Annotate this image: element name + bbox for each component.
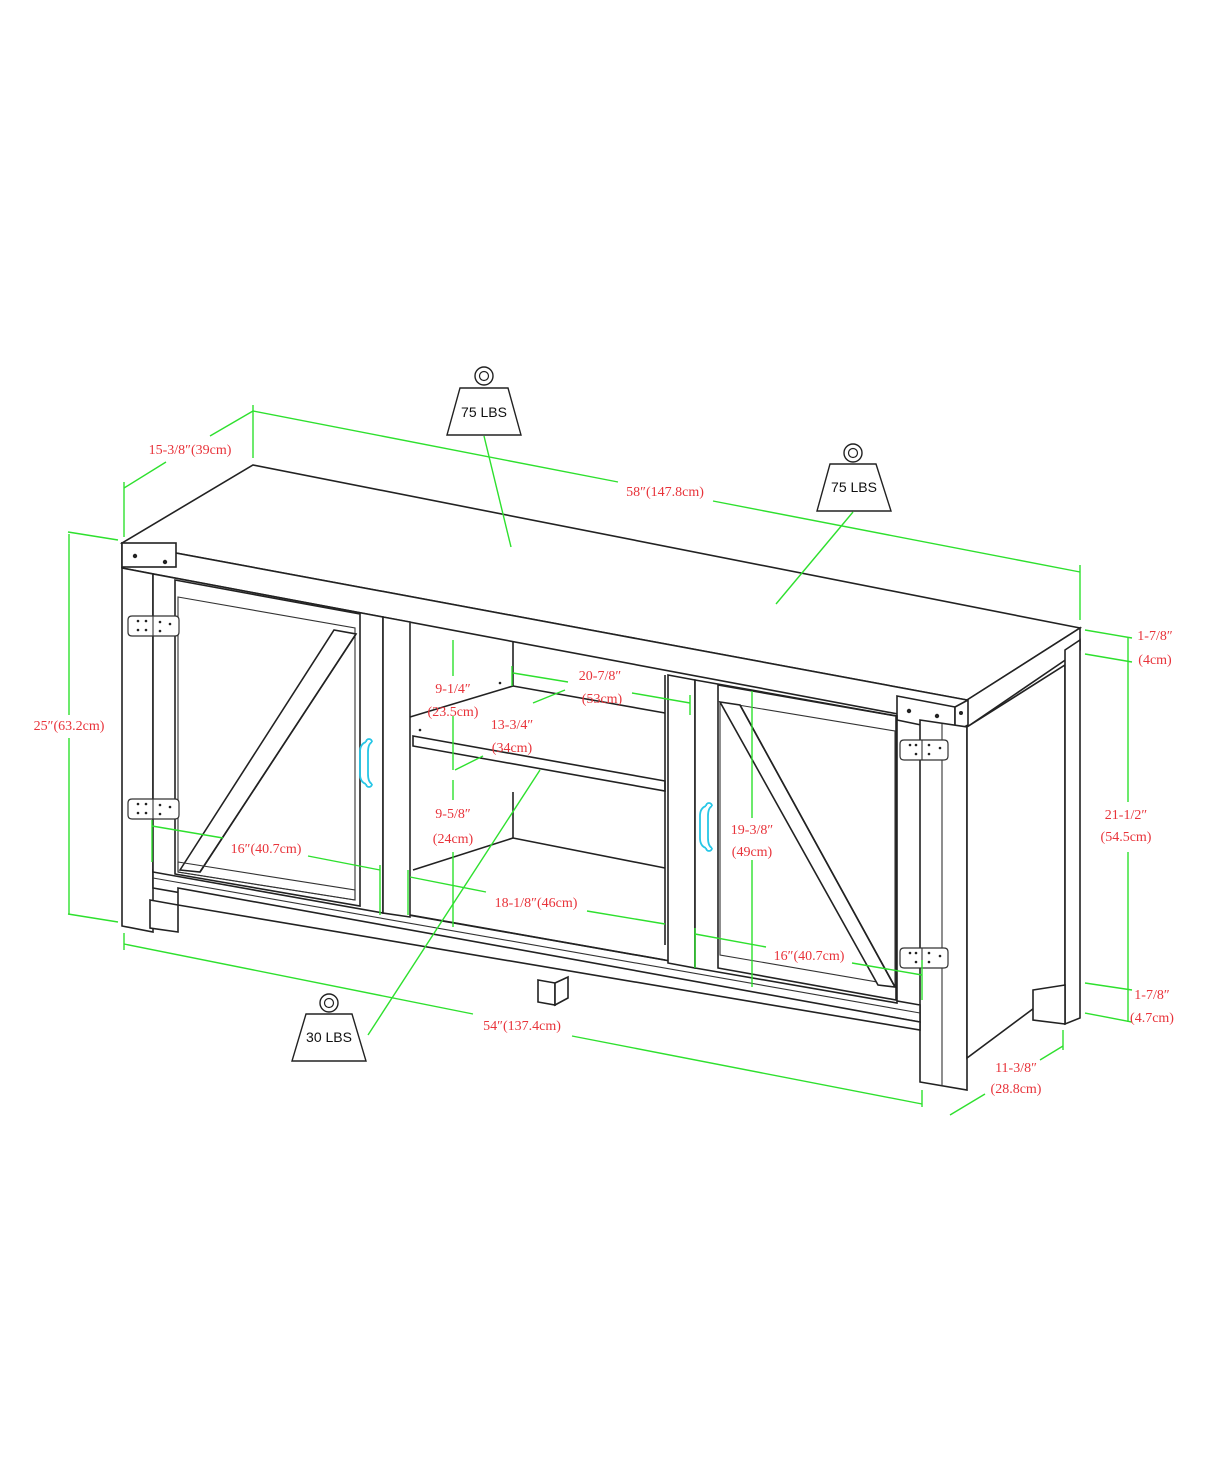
left-door-handle-icon[interactable]: [359, 738, 373, 788]
weight-icon-top-left: 75 LBS: [446, 366, 522, 436]
center-shelf-compartment: [382, 616, 666, 961]
label-shelf-width-cm: (53cm): [582, 692, 623, 707]
right-upper-hinge-icon: [899, 739, 949, 761]
left-door[interactable]: [127, 573, 384, 914]
label-cabinet-height-in: 19-3/8″: [731, 823, 774, 838]
label-base-depth-cm: (28.8cm): [991, 1082, 1042, 1097]
left-lower-hinge-icon: [127, 798, 180, 820]
label-side-height-cm: (54.5cm): [1101, 830, 1152, 845]
label-lower-shelf-height-in: 9-5/8″: [435, 807, 471, 822]
label-leg-height-cm: (4.7cm): [1130, 1011, 1174, 1026]
label-upper-shelf-height-cm: (23.5cm): [428, 705, 479, 720]
label-upper-shelf-height-in: 9-1/4″: [435, 682, 471, 697]
label-cabinet-height-cm: (49cm): [732, 845, 773, 860]
weight-label-shelf: 30 LBS: [306, 1029, 352, 1045]
weight-icon-top-right: 75 LBS: [816, 443, 892, 512]
label-top-thickness-in: 1-7/8″: [1137, 629, 1173, 644]
label-leg-height-in: 1-7/8″: [1134, 988, 1170, 1003]
label-lower-shelf-height-cm: (24cm): [433, 832, 474, 847]
weight-icon-shelf: 30 LBS: [291, 993, 367, 1062]
label-shelf-depth-cm: (34cm): [492, 741, 533, 756]
label-center-opening-width: 18-1/8″(46cm): [495, 896, 578, 911]
right-door-handle-icon[interactable]: [699, 802, 713, 852]
left-upper-hinge-icon: [127, 615, 180, 637]
tv-stand-outline: [119, 464, 1083, 1091]
label-overall-height: 25″(63.2cm): [34, 719, 105, 734]
label-overall-width: 58″(147.8cm): [626, 485, 704, 500]
label-right-door-width: 16″(40.7cm): [774, 949, 845, 964]
dimension-labels: 58″(147.8cm) 15-3/8″(39cm) 25″(63.2cm) 5…: [34, 443, 1175, 1097]
label-top-thickness-cm: (4cm): [1138, 653, 1172, 668]
label-base-width: 54″(137.4cm): [483, 1019, 561, 1034]
dimension-lines: [67, 405, 1133, 1116]
label-shelf-depth-in: 13-3/4″: [491, 718, 534, 733]
right-door[interactable]: [667, 674, 949, 1004]
weight-label-top-left: 75 LBS: [461, 404, 507, 420]
right-lower-hinge-icon: [899, 947, 949, 969]
label-overall-depth: 15-3/8″(39cm): [149, 443, 232, 458]
label-base-depth-in: 11-3/8″: [995, 1061, 1037, 1076]
label-left-door-width: 16″(40.7cm): [231, 842, 302, 857]
weight-label-top-right: 75 LBS: [831, 479, 877, 495]
label-shelf-width-in: 20-7/8″: [579, 669, 622, 684]
label-side-height-in: 21-1/2″: [1105, 808, 1148, 823]
